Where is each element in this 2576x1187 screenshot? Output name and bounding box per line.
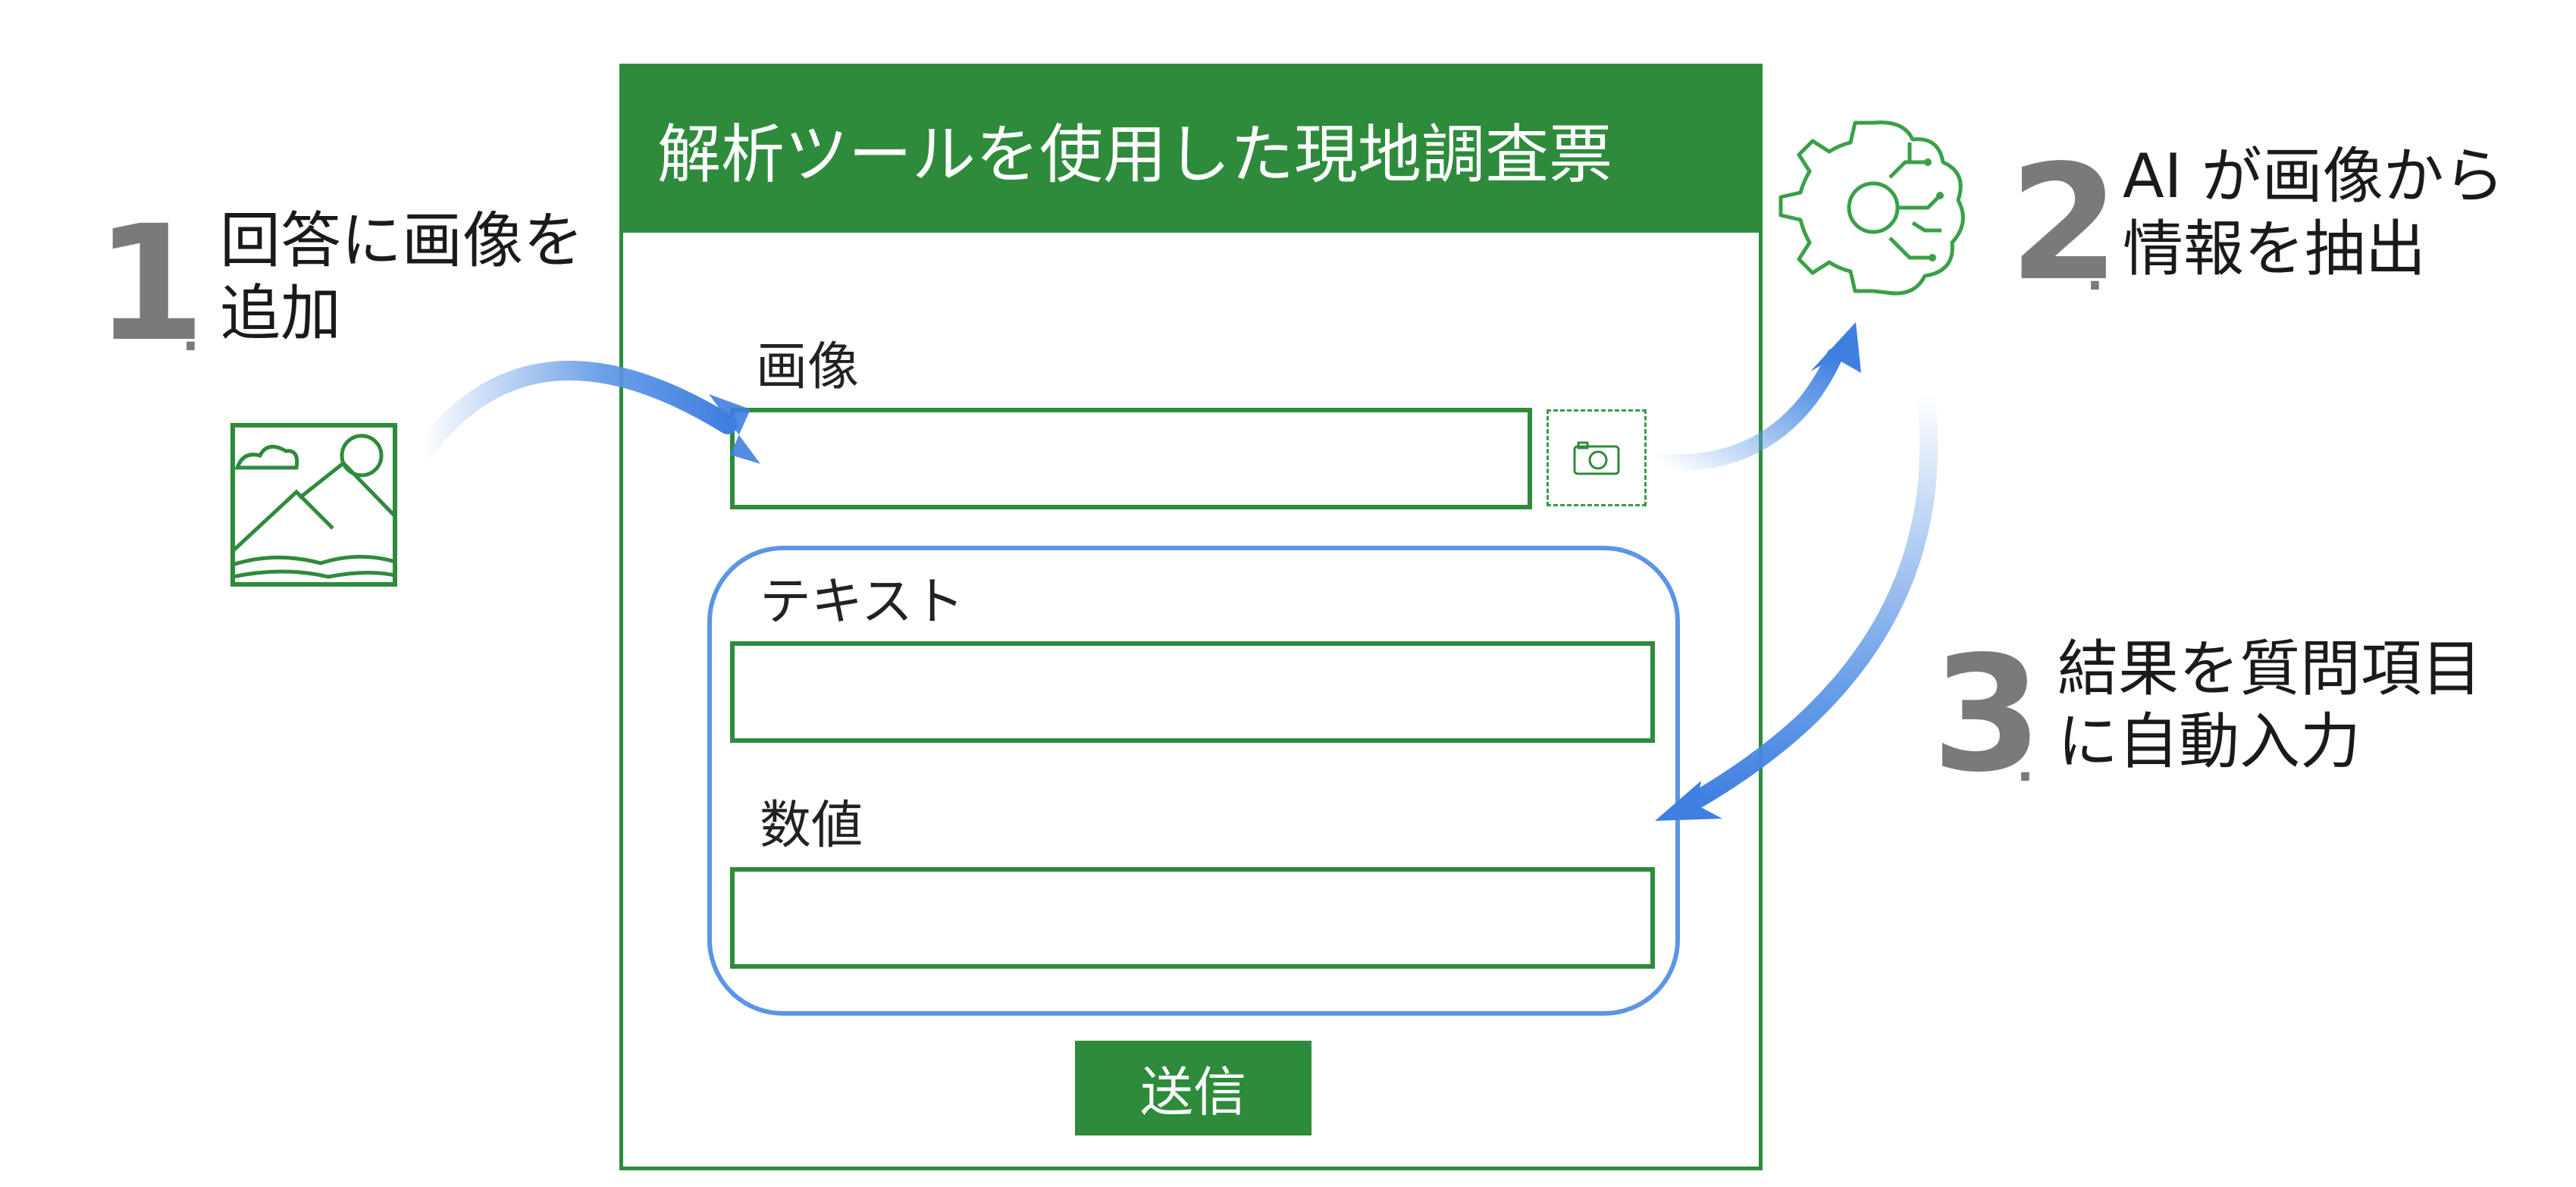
form-header: 解析ツールを使用した現地調査票 xyxy=(623,67,1759,233)
text-field-label: テキスト xyxy=(760,572,964,632)
step-3-number: 3 xyxy=(1932,622,2043,807)
step-3-text: 結果を質問項目 に自動入力 xyxy=(2057,634,2482,777)
step-3: 3 xyxy=(1932,635,2042,794)
text-field[interactable] xyxy=(730,641,1655,743)
submit-button[interactable]: 送信 xyxy=(1075,1041,1312,1135)
step-1-dot: . xyxy=(182,308,199,362)
image-field-label: 画像 xyxy=(756,337,860,397)
image-icon xyxy=(230,422,398,587)
camera-icon xyxy=(1573,441,1620,475)
survey-form: 解析ツールを使用した現地調査票 xyxy=(619,64,1763,1170)
step-2-text: AI が画像から 情報を抽出 xyxy=(2123,141,2505,284)
step-1-number: 1 xyxy=(95,191,206,377)
step-2-number: 2 xyxy=(2009,130,2120,316)
camera-button[interactable] xyxy=(1547,409,1647,506)
image-field[interactable] xyxy=(730,408,1532,509)
step-3-dot: . xyxy=(2017,739,2034,792)
step-2-dot: . xyxy=(2086,248,2104,301)
step-1: 1 xyxy=(95,205,205,364)
number-field[interactable] xyxy=(730,867,1655,969)
form-title: 解析ツールを使用した現地調査票 xyxy=(657,117,1613,192)
step-1-text: 回答に画像を 追加 xyxy=(220,205,584,349)
step-2: 2 xyxy=(2009,144,2120,303)
number-field-label: 数値 xyxy=(760,796,863,856)
ai-brain-gear-icon xyxy=(1776,117,1972,315)
